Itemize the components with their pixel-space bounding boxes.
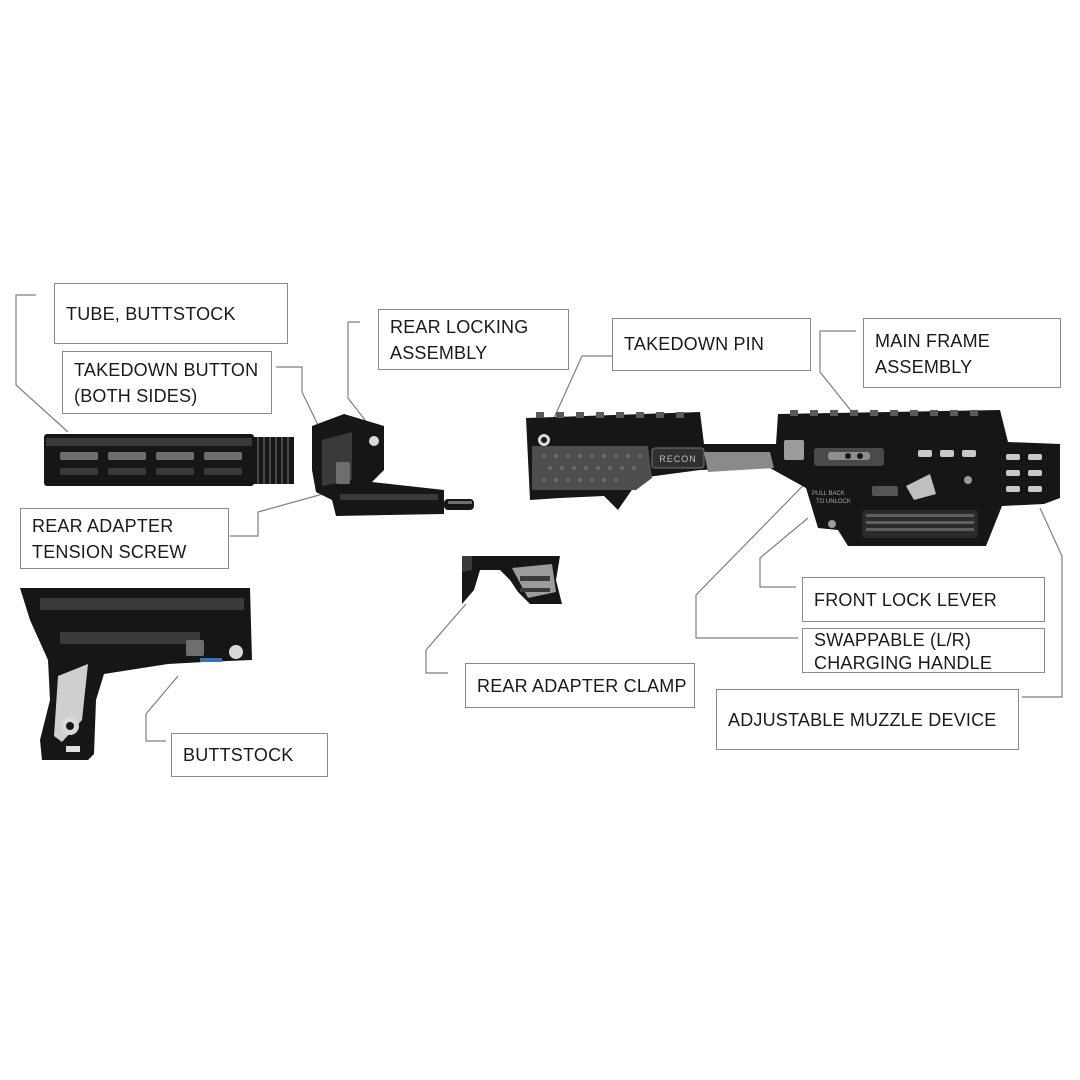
- leader-charging-handle: [695, 455, 833, 639]
- label-takedown-pin: TAKEDOWN PIN: [612, 318, 811, 371]
- brand-mark: RECON: [659, 454, 697, 464]
- leader-lines: [15, 294, 1063, 742]
- label-buttstock-line-1: BUTTSTOCK: [183, 745, 294, 765]
- label-main-frame-assembly-line-1: MAIN FRAME: [875, 331, 991, 351]
- label-swappable-charging-handle-line-1: SWAPPABLE (L/R): [814, 630, 972, 650]
- leader-tube-buttstock: [15, 294, 69, 433]
- rear-locking-assembly-part: [312, 414, 474, 516]
- pull-notice-line-2: TO UNLOCK: [816, 499, 851, 505]
- label-front-lock-lever: FRONT LOCK LEVER: [802, 577, 1045, 622]
- leader-rear-adapter-clamp: [425, 603, 467, 674]
- label-takedown-button-line-1: TAKEDOWN BUTTON: [74, 360, 259, 380]
- leader-rear-adapter-tension-screw: [230, 491, 331, 537]
- label-rear-adapter-tension-screw-line-1: REAR ADAPTER: [32, 516, 174, 536]
- leader-front-lock-lever: [759, 517, 809, 588]
- leader-main-frame-assembly: [819, 330, 856, 413]
- label-swappable-charging-handle-line-2: CHARGING HANDLE: [814, 653, 993, 673]
- label-front-lock-lever-line-1: FRONT LOCK LEVER: [814, 590, 997, 610]
- label-buttstock: BUTTSTOCK: [171, 733, 328, 777]
- leader-rear-locking-assembly: [347, 321, 369, 425]
- label-rear-adapter-tension-screw-line-2: TENSION SCREW: [32, 542, 187, 562]
- label-rear-adapter-clamp-line-1: REAR ADAPTER CLAMP: [477, 676, 687, 696]
- label-rear-adapter-tension-screw: REAR ADAPTER TENSION SCREW: [20, 508, 229, 569]
- pull-notice-line-1: PULL BACK: [812, 491, 845, 497]
- label-adjustable-muzzle-device-line-1: ADJUSTABLE MUZZLE DEVICE: [728, 710, 997, 730]
- buttstock-tube-part: [44, 434, 294, 486]
- label-tube-buttstock-line-1: TUBE, BUTTSTOCK: [66, 304, 236, 324]
- label-rear-locking-assembly-line-2: ASSEMBLY: [390, 343, 488, 363]
- label-takedown-button: TAKEDOWN BUTTON (BOTH SIDES): [62, 351, 272, 414]
- rear-adapter-clamp-part: [462, 556, 562, 604]
- label-main-frame-assembly: MAIN FRAME ASSEMBLY: [863, 318, 1061, 388]
- label-swappable-charging-handle: SWAPPABLE (L/R) CHARGING HANDLE: [802, 628, 1045, 673]
- buttstock-part: [20, 588, 252, 760]
- main-frame-assembly-part: RECON PULL BACK TO UNLOCK: [526, 410, 1060, 546]
- label-takedown-pin-line-1: TAKEDOWN PIN: [624, 334, 765, 354]
- leader-buttstock: [145, 675, 179, 742]
- leader-muzzle-device: [1022, 507, 1063, 698]
- label-tube-buttstock: TUBE, BUTTSTOCK: [54, 283, 288, 344]
- label-rear-adapter-clamp: REAR ADAPTER CLAMP: [465, 663, 695, 708]
- label-rear-locking-assembly-line-1: REAR LOCKING: [390, 317, 529, 337]
- label-main-frame-assembly-line-2: ASSEMBLY: [875, 357, 973, 377]
- label-adjustable-muzzle-device: ADJUSTABLE MUZZLE DEVICE: [716, 689, 1019, 750]
- label-rear-locking-assembly: REAR LOCKING ASSEMBLY: [378, 309, 569, 370]
- label-takedown-button-line-2: (BOTH SIDES): [74, 386, 198, 406]
